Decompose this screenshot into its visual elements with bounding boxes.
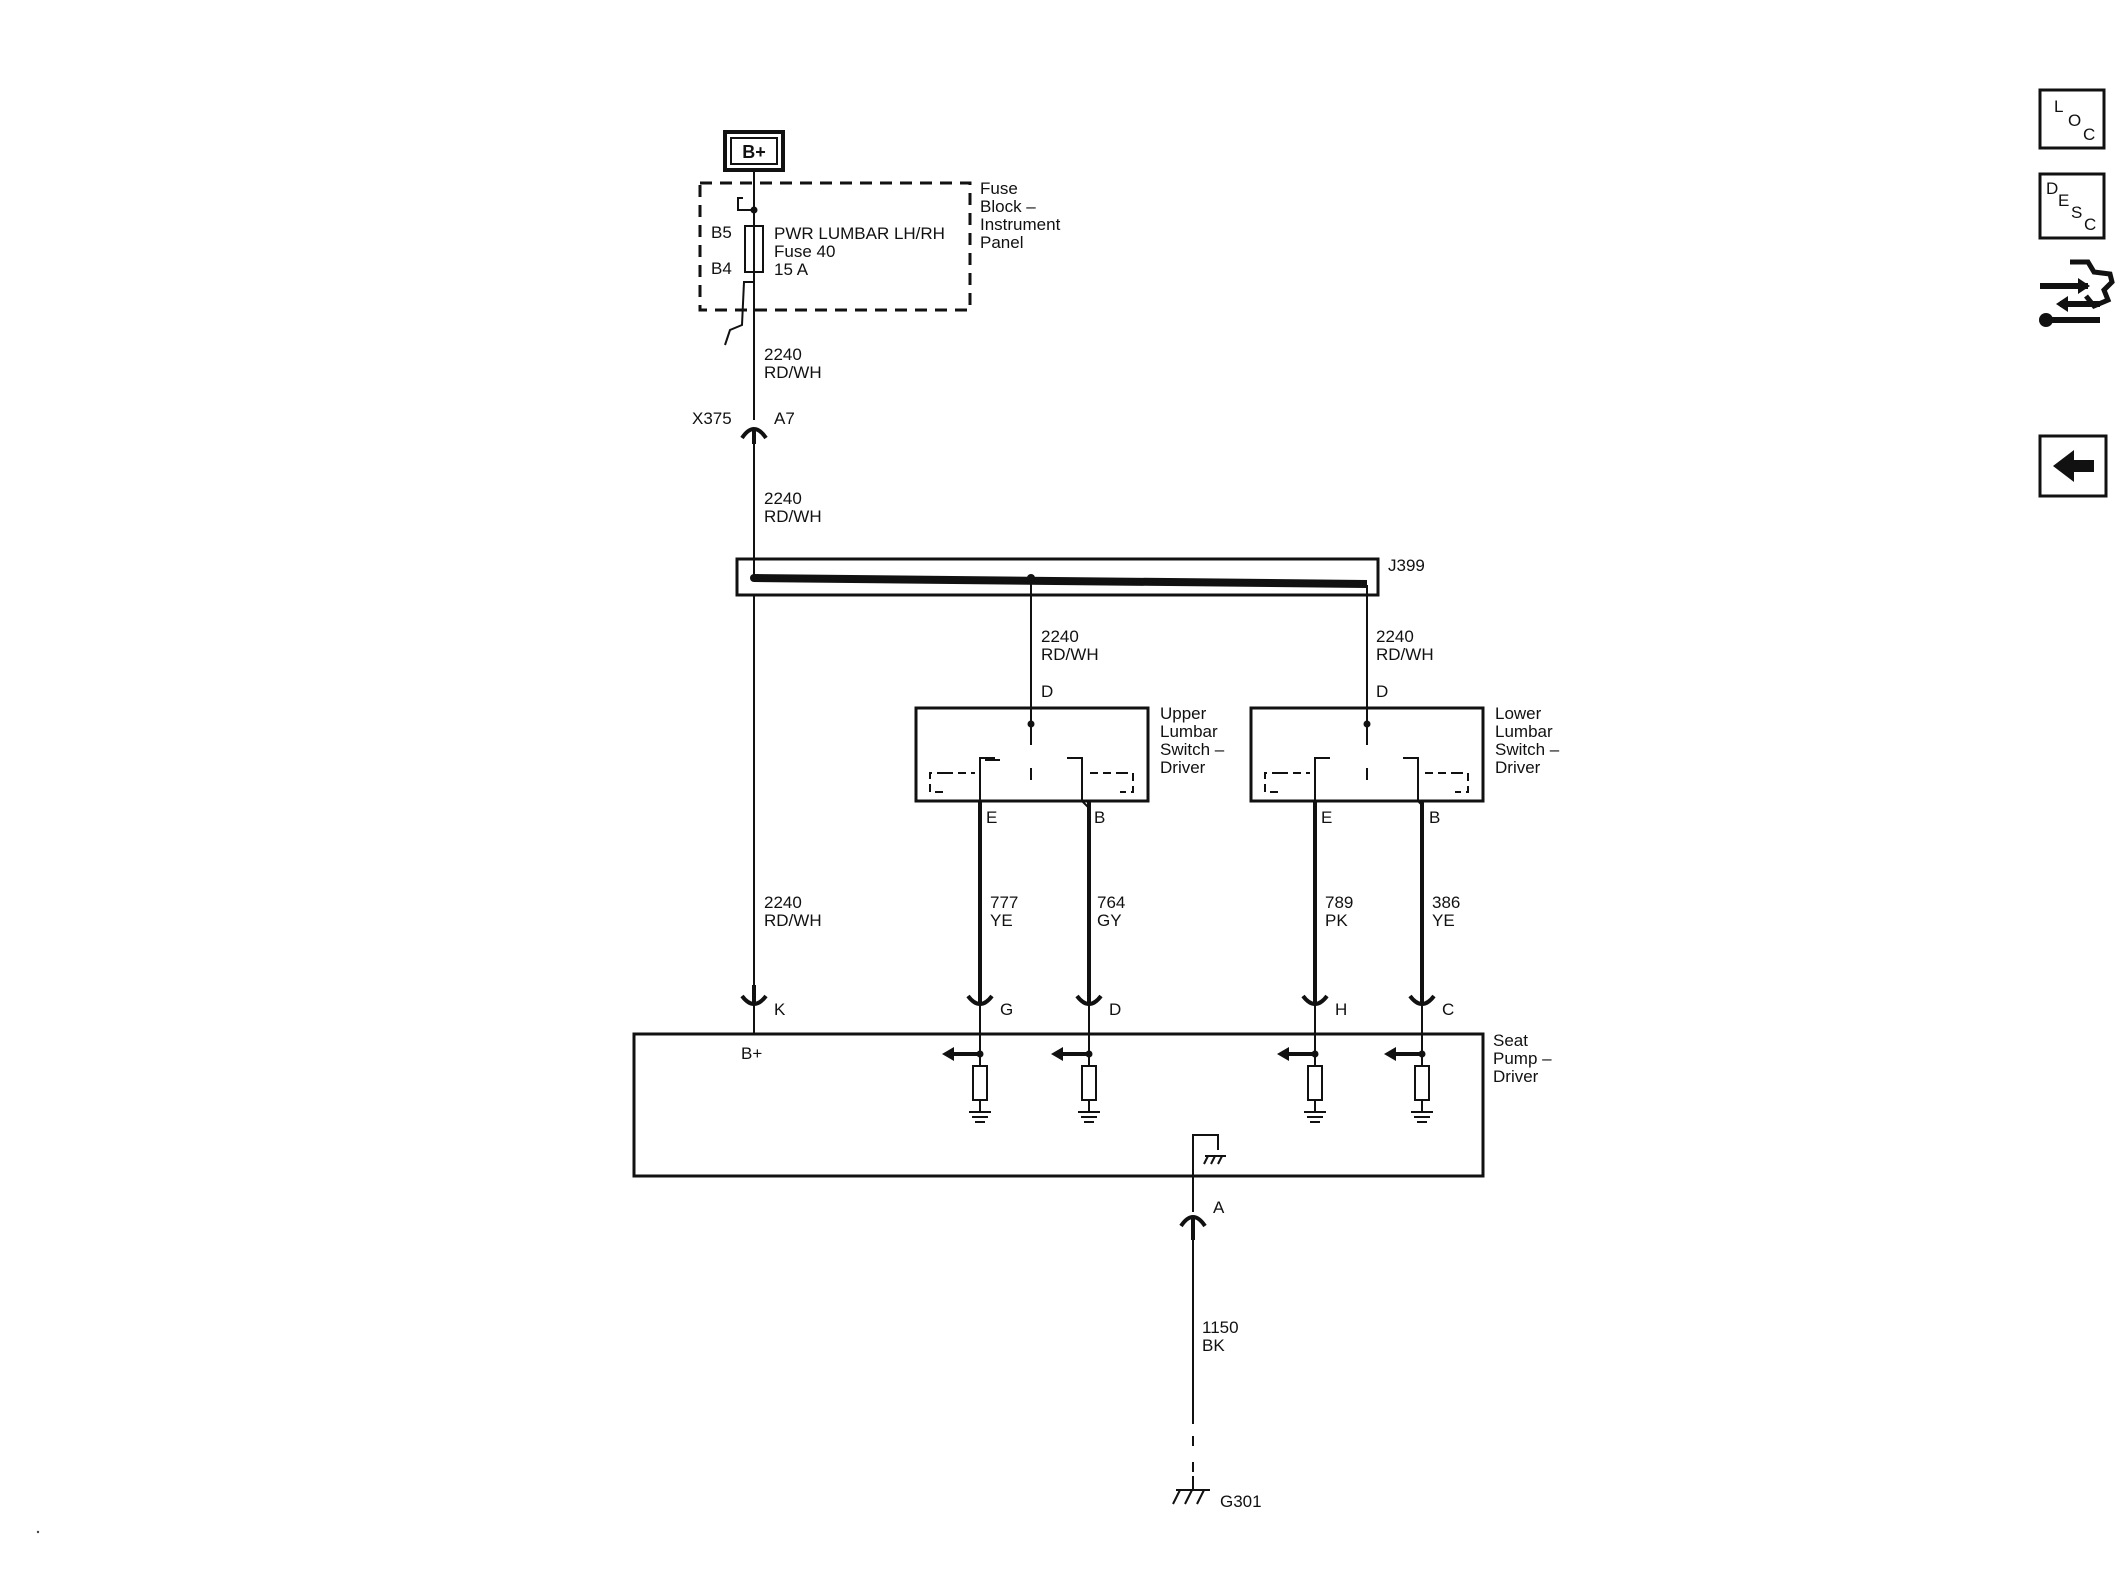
wire-789-color: PK — [1325, 911, 1348, 930]
seat-pump-module: B+ Seat Pump – Driver — [632, 1004, 1552, 1178]
wire-2240-circuit-4: 2240 — [1041, 627, 1079, 646]
wire-764-color: GY — [1097, 911, 1122, 930]
signal-wire-789: 789 PK — [1313, 801, 1353, 990]
input-circuit-h — [1277, 1004, 1326, 1123]
lower-switch-title-2: Lumbar — [1495, 722, 1553, 741]
upper-switch-title-4: Driver — [1160, 758, 1206, 777]
lower-switch-title-3: Switch – — [1495, 740, 1560, 759]
desc-letter-s: S — [2071, 203, 2082, 222]
battery-source: B+ — [723, 130, 785, 172]
seat-pump-bplus-label: B+ — [741, 1044, 762, 1063]
desc-letter-e: E — [2058, 191, 2069, 210]
upper-lumbar-switch: D Upper Lumbar Switch – Driver E B — [914, 682, 1225, 827]
input-circuit-d — [1051, 1004, 1100, 1123]
wire-777-circuit: 777 — [990, 893, 1018, 912]
upper-switch-pin-d: D — [1041, 682, 1053, 701]
desc-letter-d: D — [2046, 179, 2058, 198]
fuse-block-title-3: Instrument — [980, 215, 1061, 234]
ground-connector-a: A — [1179, 1198, 1225, 1240]
upper-switch-title-1: Upper — [1160, 704, 1207, 723]
fuse-block-title-2: Block – — [980, 197, 1036, 216]
ground-connector-pin-a: A — [1213, 1198, 1225, 1217]
splice-j399: J399 — [735, 556, 1425, 597]
fuse-pin-b4: B4 — [711, 259, 732, 278]
lower-lumbar-switch: D Lower Lumbar Switch – Driver E B — [1249, 682, 1560, 827]
seat-pump-pin-d: D — [1109, 1000, 1121, 1019]
wire-2240-color-3: RD/WH — [764, 911, 822, 930]
ground-wire-circuit: 1150 — [1202, 1318, 1239, 1337]
lower-switch-pin-d: D — [1376, 682, 1388, 701]
signal-wire-777: 777 YE — [978, 801, 1018, 990]
loc-letter-l: L — [2054, 97, 2063, 116]
desc-button[interactable]: D E S C — [2038, 172, 2106, 240]
wire-764-circuit: 764 — [1097, 893, 1125, 912]
ground-wire-1150: 1150 BK — [1192, 1240, 1239, 1476]
splice-j399-name: J399 — [1388, 556, 1425, 575]
wire-386-color: YE — [1432, 911, 1455, 930]
upper-switch-pin-b: B — [1094, 808, 1105, 827]
ground-point-name: G301 — [1220, 1492, 1262, 1511]
back-arrow-icon[interactable] — [2038, 434, 2108, 498]
lower-switch-title-4: Driver — [1495, 758, 1541, 777]
connector-x375: X375 A7 — [692, 409, 795, 444]
wire-386-circuit: 386 — [1432, 893, 1460, 912]
fuse-block: Fuse Block – Instrument Panel B5 B4 PWR … — [698, 179, 1061, 346]
input-circuit-c — [1384, 1004, 1433, 1123]
fuse-number: Fuse 40 — [774, 242, 835, 261]
wire-2240-color-5: RD/WH — [1376, 645, 1434, 664]
seat-pump-pin-k: K — [774, 1000, 786, 1019]
upper-switch-title-2: Lumbar — [1160, 722, 1218, 741]
lower-switch-pin-e: E — [1321, 808, 1332, 827]
seat-pump-title-2: Pump – — [1493, 1049, 1552, 1068]
signal-wire-764: 764 GY — [1081, 800, 1125, 990]
desc-letter-c: C — [2084, 215, 2096, 234]
fuse-pin-b5: B5 — [711, 223, 732, 242]
loc-letter-o: O — [2068, 111, 2081, 130]
wire-2240-circuit-3: 2240 — [764, 893, 802, 912]
seat-pump-pin-c: C — [1442, 1000, 1454, 1019]
connector-end-view-icon[interactable] — [2034, 254, 2115, 334]
fuse-block-title-1: Fuse — [980, 179, 1018, 198]
wire-2240-color-1: RD/WH — [764, 363, 822, 382]
wire-789-circuit: 789 — [1325, 893, 1353, 912]
ground-point-g301: G301 — [1172, 1476, 1262, 1511]
battery-source-label: B+ — [742, 142, 766, 162]
loc-button[interactable]: L O C — [2038, 88, 2106, 150]
wire-777-color: YE — [990, 911, 1013, 930]
signal-wire-386: 386 YE — [1417, 800, 1460, 990]
seat-pump-title-3: Driver — [1493, 1067, 1539, 1086]
seat-pump-title-1: Seat — [1493, 1031, 1528, 1050]
fuse-rating: 15 A — [774, 260, 809, 279]
upper-switch-title-3: Switch – — [1160, 740, 1225, 759]
wire-2240-color-4: RD/WH — [1041, 645, 1099, 664]
fuse-block-title-4: Panel — [980, 233, 1023, 252]
seat-pump-pin-g: G — [1000, 1000, 1013, 1019]
connector-x375-pin: A7 — [774, 409, 795, 428]
wire-2240-circuit-1: 2240 — [764, 345, 802, 364]
upper-switch-pin-e: E — [986, 808, 997, 827]
ground-wire-color: BK — [1202, 1336, 1225, 1355]
loc-letter-c: C — [2083, 125, 2095, 144]
wire-2240-color-2: RD/WH — [764, 507, 822, 526]
lower-switch-title-1: Lower — [1495, 704, 1542, 723]
wire-2240-circuit-5: 2240 — [1376, 627, 1414, 646]
seat-pump-pin-h: H — [1335, 1000, 1347, 1019]
lower-switch-pin-b: B — [1429, 808, 1440, 827]
connector-x375-name: X375 — [692, 409, 732, 428]
wire-2240-circuit-2: 2240 — [764, 489, 802, 508]
seat-pump-connectors: K G D H C — [740, 985, 1454, 1019]
input-circuit-g — [942, 1004, 991, 1123]
fuse-name: PWR LUMBAR LH/RH — [774, 224, 945, 243]
